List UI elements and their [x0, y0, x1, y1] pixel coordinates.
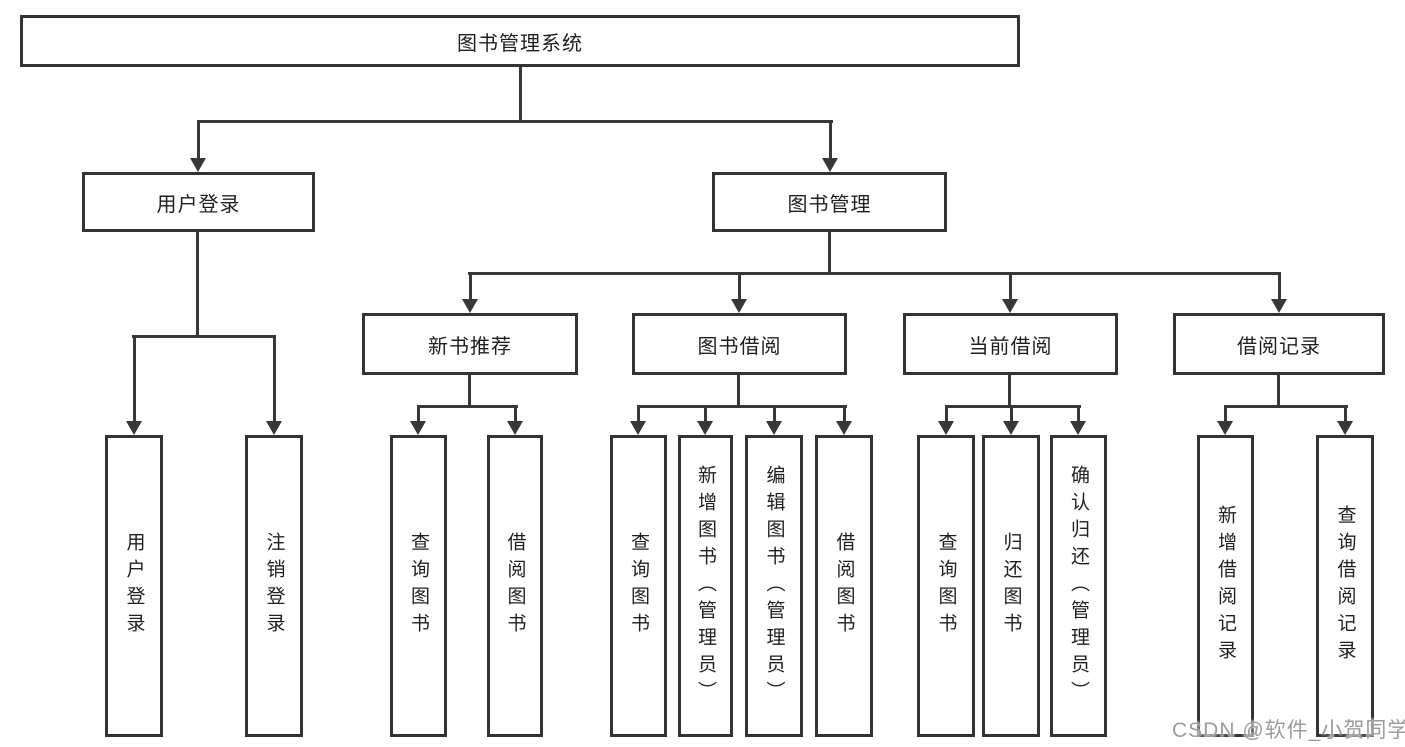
connector-line-vertical	[1008, 375, 1011, 408]
connector-line-vertical	[513, 405, 517, 422]
connector-line-vertical	[737, 375, 740, 408]
connector-line-vertical	[1223, 405, 1227, 422]
leaf-query-books-recommend-label: 查询图书	[408, 532, 429, 640]
node-book-borrow: 图书借阅	[632, 313, 847, 375]
node-book-management-label: 图书管理	[787, 193, 872, 216]
arrow-down-icon	[1003, 421, 1019, 435]
leaf-query-books-recommend: 查询图书	[390, 435, 447, 737]
connector-line-vertical	[1008, 272, 1012, 300]
arrow-down-icon	[630, 421, 646, 435]
connector-line-horizontal	[945, 405, 1081, 408]
arrow-down-icon	[1002, 299, 1018, 313]
leaf-logout-label: 注销登录	[263, 532, 285, 640]
arrow-down-icon	[766, 421, 782, 435]
leaf-query-borrow-record: 查询借阅记录	[1316, 435, 1374, 737]
node-user-login: 用户登录	[82, 172, 315, 232]
leaf-borrow-books-recommend-label: 借阅图书	[504, 532, 526, 640]
leaf-user-login: 用户登录	[105, 435, 163, 737]
leaf-edit-book-admin: 编辑图书（管理员）	[745, 435, 803, 737]
node-library-system: 图书管理系统	[20, 15, 1020, 67]
arrow-down-icon	[190, 158, 206, 172]
connector-line-vertical	[132, 335, 136, 422]
leaf-add-book-admin: 新增图书（管理员）	[678, 435, 733, 737]
node-borrow-records: 借阅记录	[1173, 313, 1385, 375]
leaf-logout: 注销登录	[245, 435, 303, 737]
leaf-query-books-borrow-label: 查询图书	[628, 532, 649, 640]
leaf-return-books-label: 归还图书	[1000, 532, 1022, 640]
leaf-return-books: 归还图书	[982, 435, 1040, 737]
connector-line-horizontal	[468, 272, 1281, 275]
connector-line-vertical	[737, 272, 741, 300]
leaf-add-borrow-record-label: 新增借阅记录	[1215, 505, 1236, 667]
leaf-query-books-current-label: 查询图书	[935, 532, 957, 640]
node-current-borrow-label: 当前借阅	[968, 335, 1053, 358]
leaf-edit-book-admin-label: 编辑图书（管理员）	[763, 464, 785, 708]
arrow-down-icon	[836, 421, 852, 435]
leaf-confirm-return-admin: 确认归还（管理员）	[1050, 435, 1107, 737]
arrow-down-icon	[462, 299, 478, 313]
connector-line-horizontal	[132, 335, 276, 338]
arrow-down-icon	[266, 421, 282, 435]
leaf-add-borrow-record: 新增借阅记录	[1197, 435, 1254, 737]
connector-line-vertical	[636, 405, 640, 422]
leaf-query-borrow-record-label: 查询借阅记录	[1334, 505, 1356, 667]
connector-line-vertical	[196, 232, 199, 338]
connector-line-vertical	[703, 405, 707, 422]
connector-line-vertical	[1277, 272, 1281, 300]
connector-line-vertical	[196, 120, 200, 159]
arrow-down-icon	[1217, 421, 1233, 435]
connector-line-vertical	[828, 120, 832, 159]
arrow-down-icon	[126, 421, 142, 435]
connector-line-vertical	[1343, 405, 1347, 422]
leaf-borrow-books: 借阅图书	[815, 435, 873, 737]
leaf-query-books-current: 查询图书	[917, 435, 975, 737]
arrow-down-icon	[697, 421, 713, 435]
connector-line-horizontal	[637, 405, 847, 408]
leaf-borrow-books-label: 借阅图书	[833, 532, 855, 640]
node-new-book-recommend: 新书推荐	[362, 313, 578, 375]
leaf-user-login-label: 用户登录	[123, 532, 145, 640]
node-new-book-recommend-label: 新书推荐	[428, 335, 512, 358]
leaf-query-books-borrow: 查询图书	[610, 435, 667, 737]
connector-line-vertical	[416, 405, 420, 422]
arrow-down-icon	[410, 421, 426, 435]
arrow-down-icon	[1337, 421, 1353, 435]
node-borrow-records-label: 借阅记录	[1237, 335, 1321, 358]
arrow-down-icon	[938, 421, 954, 435]
connector-line-vertical	[944, 405, 948, 422]
node-library-system-label: 图书管理系统	[457, 32, 583, 55]
node-current-borrow: 当前借阅	[903, 313, 1118, 375]
leaf-add-book-admin-label: 新增图书（管理员）	[695, 464, 716, 708]
arrow-down-icon	[507, 421, 523, 435]
connector-line-vertical	[1009, 405, 1013, 422]
connector-line-vertical	[828, 232, 831, 275]
arrow-down-icon	[731, 299, 747, 313]
connector-line-vertical	[842, 405, 846, 422]
connector-line-horizontal	[1224, 405, 1348, 408]
connector-line-vertical	[1277, 375, 1280, 408]
connector-line-horizontal	[417, 405, 518, 408]
arrow-down-icon	[1070, 421, 1086, 435]
node-book-management: 图书管理	[712, 172, 947, 232]
connector-line-vertical	[272, 335, 276, 422]
leaf-confirm-return-admin-label: 确认归还（管理员）	[1068, 464, 1089, 708]
csdn-watermark: CSDN @软件_小贺同学	[1172, 719, 1405, 742]
connector-line-vertical	[772, 405, 776, 422]
connector-line-horizontal	[197, 120, 833, 123]
arrow-down-icon	[822, 158, 838, 172]
connector-line-vertical	[468, 375, 471, 408]
node-book-borrow-label: 图书借阅	[697, 335, 782, 358]
leaf-borrow-books-recommend: 借阅图书	[487, 435, 543, 737]
connector-line-vertical	[1076, 405, 1080, 422]
node-user-login-label: 用户登录	[156, 193, 241, 216]
connector-line-vertical	[468, 272, 472, 300]
connector-line-vertical	[519, 65, 522, 123]
arrow-down-icon	[1271, 299, 1287, 313]
